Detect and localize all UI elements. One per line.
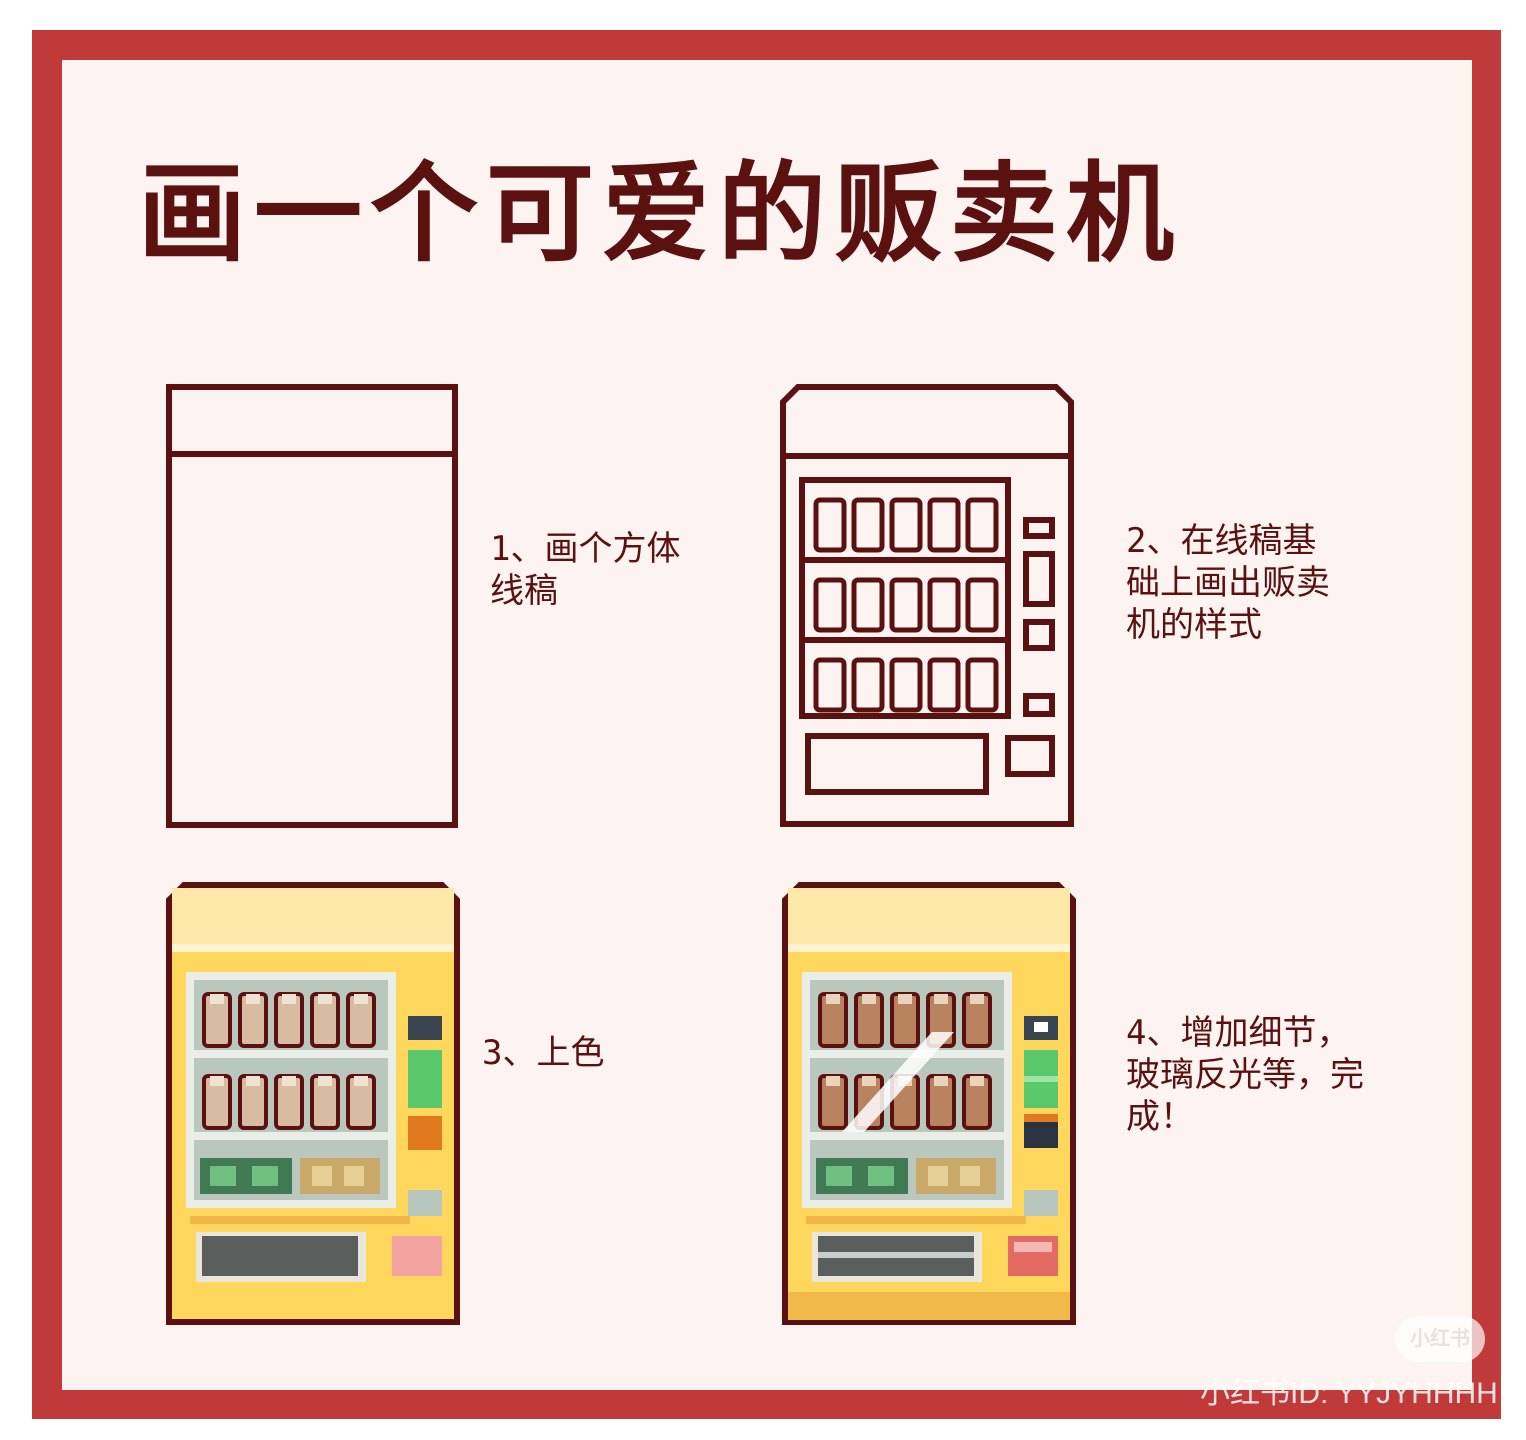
bottle-outline	[813, 497, 847, 553]
step2-line2: 础上画出贩卖	[1126, 563, 1330, 603]
bottle-cap	[354, 994, 368, 1004]
bottle-cap	[246, 994, 260, 1004]
step2-bottles	[813, 497, 999, 713]
bottle-cap	[898, 994, 912, 1004]
bottle-outline	[851, 577, 885, 633]
bottle-cap	[970, 994, 984, 1004]
bottle-cap	[934, 1076, 948, 1086]
step2-line1: 2、在线稿基	[1126, 521, 1317, 561]
bottle-cap	[354, 1076, 368, 1086]
bottle-cap	[862, 994, 876, 1004]
step1-line2: 线稿	[490, 571, 558, 611]
bottle-outline	[889, 577, 923, 633]
step1-caption: 1、画个方体 线稿	[490, 528, 680, 612]
green-cup	[210, 1166, 236, 1186]
bottle-cap	[318, 994, 332, 1004]
step4-line1: 4、增加细节，	[1126, 1013, 1351, 1053]
snack-box	[344, 1166, 364, 1186]
green-cup	[868, 1166, 894, 1186]
xiaohongshu-badge: 小红书	[1395, 1316, 1485, 1362]
step1-box-outline	[166, 384, 458, 828]
step3-bottles	[202, 992, 376, 1186]
step4-line2: 玻璃反光等，完	[1126, 1055, 1364, 1095]
bottle-outline	[927, 577, 961, 633]
snack-box	[928, 1166, 948, 1186]
bottle-cap	[282, 1076, 296, 1086]
bottle-outline	[965, 577, 999, 633]
step2-caption: 2、在线稿基 础上画出贩卖 机的样式	[1126, 520, 1330, 646]
bottle-outline	[927, 657, 961, 713]
step4-detailed-vending-machine	[782, 882, 1076, 1325]
snack-box	[960, 1166, 980, 1186]
page-title: 画一个可爱的贩卖机	[138, 152, 1183, 277]
step2-lineart-vending-machine	[780, 384, 1074, 827]
bottle-outline	[813, 657, 847, 713]
bottle-cap	[210, 1076, 224, 1086]
bottle-cap	[282, 994, 296, 1004]
step2-line3: 机的样式	[1126, 605, 1262, 645]
green-cup	[826, 1166, 852, 1186]
bottle-outline	[889, 657, 923, 713]
bottle-outline	[851, 497, 885, 553]
bottle-cap	[862, 1076, 876, 1086]
glass-reflection	[842, 1032, 954, 1132]
bottle-outline	[813, 577, 847, 633]
bottle-cap	[826, 1076, 840, 1086]
bottle-outline	[927, 497, 961, 553]
bottle-outline	[965, 657, 999, 713]
step3-line1: 3、上色	[482, 1033, 605, 1073]
green-cup	[252, 1166, 278, 1186]
step1-line1: 1、画个方体	[490, 529, 681, 569]
bottle-cap	[934, 994, 948, 1004]
bottle-cap	[318, 1076, 332, 1086]
bottle-outline	[965, 497, 999, 553]
bottle-cap	[246, 1076, 260, 1086]
bottle-outline	[889, 497, 923, 553]
step3-colored-vending-machine	[166, 882, 460, 1325]
step3-caption: 3、上色	[482, 1032, 604, 1074]
watermark-user-id: 小红书ID: YYJYHHHH	[1200, 1377, 1498, 1410]
step4-caption: 4、增加细节， 玻璃反光等，完 成！	[1126, 1012, 1364, 1138]
bottle-cap	[210, 994, 224, 1004]
bottle-outline	[851, 657, 885, 713]
bottle-cap	[826, 994, 840, 1004]
step4-line3: 成！	[1126, 1097, 1194, 1137]
snack-box	[312, 1166, 332, 1186]
bottle-cap	[970, 1076, 984, 1086]
